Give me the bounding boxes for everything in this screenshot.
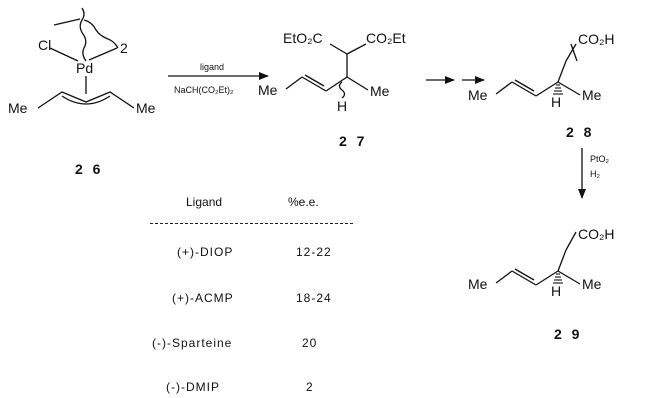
vinyl-link-bond — [535, 81, 559, 97]
me-vinyl-bond — [495, 270, 513, 284]
table-cell-ee: 20 — [302, 336, 318, 350]
vinyl-link-bond — [325, 76, 348, 92]
table-header-ee: %e.e. — [288, 195, 319, 209]
pd-bridge-bond — [88, 47, 118, 61]
wavy-stereo-bond — [338, 81, 346, 99]
allyl-delocalization-arc — [61, 95, 111, 105]
hashed-wedge-h — [553, 273, 563, 284]
alkene-double-bond — [514, 268, 535, 281]
ch2-bond — [557, 249, 567, 272]
me-vinyl-bond — [285, 76, 303, 90]
alkene-double-bond — [304, 74, 325, 87]
table-cell-ee: 18-24 — [296, 291, 332, 305]
hydrogen-label: H — [337, 98, 348, 114]
table-cell-ligand: (-)-DMIP — [166, 380, 220, 394]
alkene-bond — [511, 270, 537, 286]
table-cell-ligand: (-)-Sparteine — [152, 336, 233, 350]
compound-number-27: 2 7 — [339, 133, 368, 149]
branch-me-bond — [557, 81, 581, 96]
alkene-double-bond — [514, 79, 535, 92]
me-vinyl-bond — [495, 81, 513, 95]
branch-me-bond — [557, 270, 581, 285]
allyl-backbone — [37, 91, 135, 109]
reagent-malonate-label: NaCH(CO₂Et)₂ — [174, 85, 234, 95]
dimer-index: 2 — [120, 40, 128, 56]
alkene-bond — [301, 76, 327, 92]
compound-28-structure — [495, 43, 581, 97]
ester-right-label: CO₂Et — [366, 30, 406, 46]
compound-29-structure — [495, 231, 581, 286]
ester-right-bond — [346, 43, 367, 55]
ester-left-bond — [329, 43, 348, 55]
reagent-h2-label: H₂ — [590, 169, 600, 179]
wavy-bond-dimer — [83, 19, 119, 49]
compound-number-28: 2 8 — [566, 124, 595, 140]
vinyl-link-bond — [535, 270, 559, 286]
compound-number-26: 2 6 — [75, 161, 104, 177]
reagent-pto2-label: PtO₂ — [590, 154, 609, 164]
hashed-wedge-h — [553, 84, 563, 95]
acid-label: CO₂H — [578, 226, 615, 242]
table-cell-ee: 12-22 — [296, 245, 332, 259]
methyl-right-label: Me — [136, 100, 156, 116]
alkene-bond — [511, 81, 537, 97]
chlorine-atom: Cl — [38, 37, 52, 53]
branch-me-bond — [346, 76, 369, 91]
acid-label: CO₂H — [578, 31, 615, 47]
cl-pd-bond — [49, 47, 79, 62]
table-cell-ligand: (+)-DIOP — [177, 245, 234, 259]
compound-number-29: 2 9 — [554, 326, 583, 342]
ch2-acid-bond — [565, 43, 577, 62]
hydrogen-label: H — [551, 94, 562, 110]
ester-left-label: EtO₂C — [283, 30, 323, 46]
table-header-ligand: Ligand — [186, 195, 223, 209]
methyl-left-label: Me — [8, 100, 28, 116]
methyl-vinyl-label: Me — [468, 276, 488, 292]
palladium-atom: Pd — [76, 60, 94, 76]
hydrogen-label: H — [551, 283, 562, 299]
table-cell-ligand: (+)-ACMP — [172, 291, 234, 305]
methyl-branch-label: Me — [582, 276, 602, 292]
table-cell-ee: 2 — [306, 380, 314, 394]
methyl-branch-label: Me — [582, 87, 602, 103]
methyl-vinyl-label: Me — [258, 82, 278, 98]
reagent-ligand-label: ligand — [200, 62, 225, 72]
ch2-acid-bond — [565, 231, 577, 251]
acid-bond — [570, 43, 578, 62]
compound-27-structure — [285, 43, 369, 99]
compound-26-structure — [37, 7, 135, 109]
methyl-branch-label: Me — [370, 83, 390, 99]
table-divider — [150, 223, 353, 224]
ch2-bond — [557, 60, 567, 83]
methyl-vinyl-label: Me — [468, 87, 488, 103]
wavy-bond-upper — [79, 7, 87, 62]
cl-bridge-bond — [53, 18, 81, 26]
